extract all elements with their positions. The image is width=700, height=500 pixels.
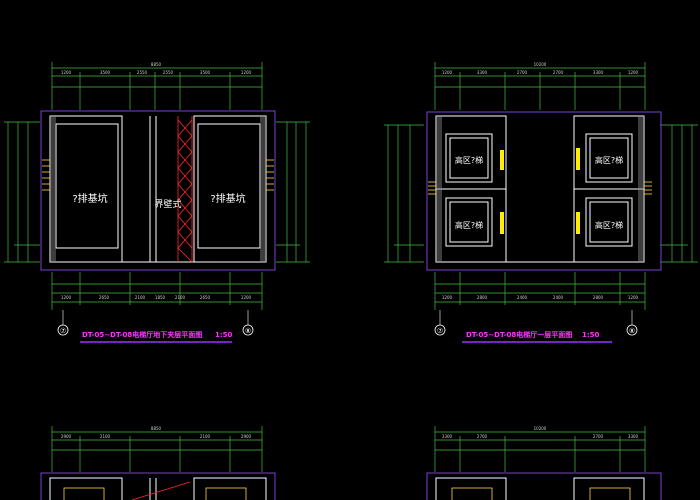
room-label-right-pit: ?排基坑 (210, 192, 245, 205)
left-dimension-lines (4, 121, 40, 263)
plan-boundary (40, 110, 276, 271)
plan-first-floor: 10200 1200 3300 2700 2700 3300 1200 (384, 62, 698, 343)
walls (49, 115, 267, 263)
top-dim-4: 2700 (553, 70, 564, 75)
bottom-dim-2: 2800 (477, 295, 488, 300)
lower-right-dim-2: 2700 (477, 434, 488, 439)
top-dim-2: 3500 (100, 70, 111, 75)
lower-left-dim-3: 2100 (200, 434, 211, 439)
stair-structure (177, 116, 193, 263)
elevator-label-3: 高区?梯 (595, 155, 623, 165)
room-label-left-pit: ?排基坑 (72, 192, 107, 205)
bottom-dim-5: 2100 (175, 295, 186, 300)
bottom-dim-5: 2800 (593, 295, 604, 300)
top-dim-6: 1200 (241, 70, 252, 75)
axis-label-right: ⑧ (245, 327, 251, 335)
wall-hatch-left (436, 116, 442, 262)
top-dim-5: 3500 (200, 70, 211, 75)
plan-basement-mezzanine: 8850 1200 3500 2550 2550 3500 1200 (4, 62, 310, 343)
wall-hatch-right (638, 116, 644, 262)
top-dim-3: 2700 (517, 70, 528, 75)
axis-bubble-right (626, 324, 638, 336)
right-dimension-lines (660, 124, 698, 263)
wall-hatch-right (260, 116, 266, 262)
plan-lower-left-partial: 8850 2900 2100 2100 2900 (40, 426, 276, 500)
bottom-dimension-lines (51, 272, 263, 310)
bottom-dim-6: 2650 (200, 295, 211, 300)
room-label-center: 界壁式 (154, 198, 181, 210)
plan-scale: 1:50 (215, 331, 233, 339)
bottom-dim-4: 2400 (553, 295, 564, 300)
plan-scale: 1:50 (582, 331, 600, 339)
elevator-label-2: 高区?梯 (455, 220, 483, 230)
bottom-dim-3: 2100 (135, 295, 146, 300)
axis-bubble-left (57, 324, 69, 336)
lower-left-dim-2: 2100 (100, 434, 111, 439)
wall-hatch-left (50, 116, 56, 262)
lower-left-dim-4: 2900 (241, 434, 252, 439)
axis-label-left: ⑦ (60, 327, 66, 335)
door-upper-right (576, 148, 580, 170)
top-dim-1: 1200 (442, 70, 453, 75)
axis-bubble-left (434, 324, 446, 336)
lower-left-dim-1: 2900 (61, 434, 72, 439)
top-dim-5: 3300 (593, 70, 604, 75)
bottom-dim-2: 2650 (99, 295, 110, 300)
bottom-dim-6: 1200 (628, 295, 639, 300)
lower-left-total-dim: 8850 (151, 426, 162, 431)
bottom-dim-7: 1200 (241, 295, 252, 300)
door-lower-right (576, 212, 580, 234)
bottom-dim-1: 1200 (61, 295, 72, 300)
top-dimension-lines (51, 62, 263, 110)
top-total-dim: 10200 (534, 62, 547, 67)
plan-lower-right-partial: 10200 3300 2700 2700 3300 (426, 426, 662, 500)
plan-title: DT-05~DT-08电梯厅一层平面图 (466, 330, 572, 339)
door-upper-left (500, 150, 504, 170)
elevator-doors (500, 148, 580, 234)
plan-boundary (426, 111, 662, 271)
bottom-dimension-lines (434, 272, 646, 310)
axis-label-left: ⑦ (437, 327, 443, 335)
bottom-dim-3: 2400 (517, 295, 528, 300)
top-dim-3: 2550 (137, 70, 148, 75)
ladder-rungs (428, 181, 652, 195)
ladder-rungs (42, 159, 274, 191)
elevator-label-1: 高区?梯 (455, 155, 483, 165)
bottom-dim-1: 1200 (442, 295, 453, 300)
top-dim-6: 1200 (628, 70, 639, 75)
lower-right-total-dim: 10200 (534, 426, 547, 431)
top-dim-4: 2550 (163, 70, 174, 75)
bottom-dim-4: 1850 (155, 295, 166, 300)
axis-bubble-right (242, 324, 254, 336)
elevator-label-4: 高区?梯 (595, 220, 623, 230)
top-dim-1: 1200 (61, 70, 72, 75)
lower-right-dim-1: 3300 (442, 434, 453, 439)
door-lower-left (500, 212, 504, 234)
left-dimension-lines (384, 124, 424, 263)
top-dimension-lines (434, 62, 646, 110)
top-dim-2: 3300 (477, 70, 488, 75)
lower-right-dim-3: 2700 (593, 434, 604, 439)
right-dimension-lines (276, 121, 310, 263)
axis-label-right: ⑧ (629, 327, 635, 335)
lower-right-dim-4: 3300 (628, 434, 639, 439)
top-total-dim: 8850 (151, 62, 162, 67)
walls (435, 115, 645, 263)
plan-title: DT-05~DT-08电梯厅地下夹层平面图 (82, 330, 202, 339)
